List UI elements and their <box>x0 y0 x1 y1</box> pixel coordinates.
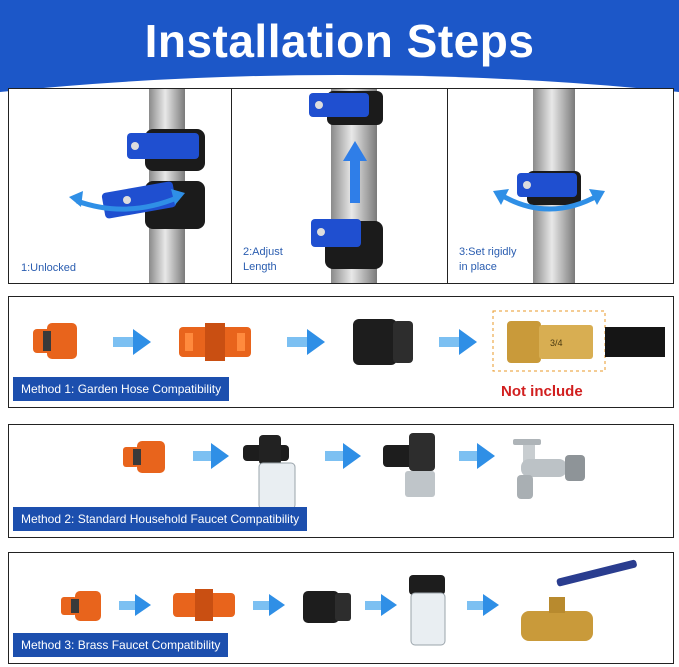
right-arrow-icon <box>253 594 285 616</box>
right-arrow-icon <box>365 594 397 616</box>
orange-connector-icon <box>61 591 101 621</box>
right-arrow-icon <box>193 443 229 469</box>
method-2-illustration <box>123 433 585 510</box>
rotate-arrow-icon-2 <box>493 189 605 212</box>
right-arrow-icon <box>325 443 361 469</box>
step-3-illustration <box>517 89 581 283</box>
step-1-illustration <box>101 89 205 283</box>
right-arrow-icon <box>287 329 325 355</box>
chrome-faucet-icon <box>513 439 585 499</box>
method-1-illustration <box>33 310 665 372</box>
method-3-panel: Method 3: Brass Faucet Compatibility <box>8 552 674 664</box>
step-2-label: 2:Adjust Length <box>243 245 283 275</box>
method-2-panel: Method 2: Standard Household Faucet Comp… <box>8 424 674 538</box>
right-arrow-icon <box>459 443 495 469</box>
double-connector-icon <box>173 589 235 621</box>
right-arrow-icon <box>439 329 477 355</box>
black-adapter-icon <box>353 319 413 365</box>
method-1-label: Method 1: Garden Hose Compatibility <box>13 377 230 401</box>
foam-cannon-icon <box>243 435 296 510</box>
right-arrow-icon <box>119 594 151 616</box>
method-2-label: Method 2: Standard Household Faucet Comp… <box>13 507 308 531</box>
black-adapter-icon <box>303 591 351 623</box>
method-3-illustration <box>61 559 637 646</box>
brass-ball-valve-icon <box>521 559 637 641</box>
hose-icon <box>605 327 665 357</box>
step-3-label: 3:Set rigidly in place <box>459 245 516 275</box>
step-2-panel: 2:Adjust Length <box>231 89 448 283</box>
foam-cannon-icon <box>409 575 446 646</box>
orange-connector-icon <box>33 323 77 359</box>
fitting-marking: 3/4 <box>550 338 563 348</box>
orange-connector-icon <box>123 441 165 473</box>
step-1-panel: 1:Unlocked <box>9 89 232 283</box>
step-2-label-line1: 2:Adjust <box>243 246 283 258</box>
page-title: Installation Steps <box>144 15 535 67</box>
step-2-illustration <box>309 89 383 283</box>
step-3-panel: 3:Set rigidly in place <box>447 89 673 283</box>
right-arrow-icon <box>467 594 499 616</box>
double-connector-icon <box>179 323 251 361</box>
not-include-note: Not include <box>501 383 583 400</box>
step-2-label-line2: Length <box>243 261 277 273</box>
right-arrow-icon <box>113 329 151 355</box>
brass-fitting-icon <box>507 321 593 363</box>
method-1-panel: 3/4 Not include Method 1: Garden Hose Co… <box>8 296 674 408</box>
rotate-arrow-icon <box>69 189 185 212</box>
step-1-label: 1:Unlocked <box>21 262 77 274</box>
faucet-adapter-icon <box>383 433 435 497</box>
steps-panel: 1:Unlocked 2:Adjust Length <box>8 88 674 284</box>
step-3-label-line1: 3:Set rigidly <box>459 246 517 258</box>
step-3-label-line2: in place <box>459 261 497 273</box>
method-3-label: Method 3: Brass Faucet Compatibility <box>13 633 229 657</box>
up-arrow-icon <box>343 141 367 203</box>
